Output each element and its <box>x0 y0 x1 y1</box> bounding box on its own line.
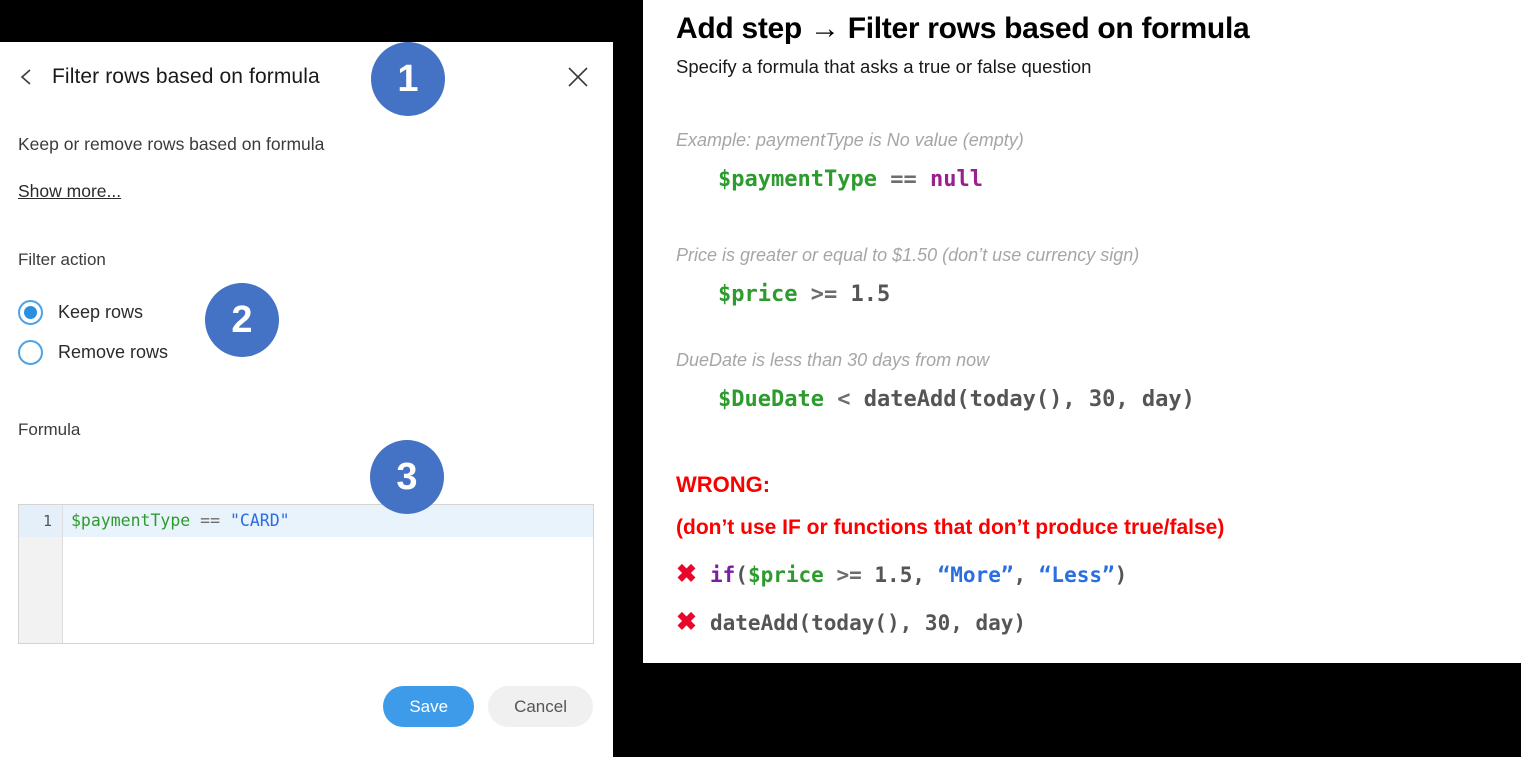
code-token: >= <box>836 562 862 587</box>
editor-gutter: 1 <box>19 505 63 643</box>
x-mark-icon: ✖ <box>676 608 697 636</box>
formula-editor[interactable]: 1 $paymentType == "CARD" <box>18 504 594 644</box>
dialog-title: Filter rows based on formula <box>52 65 320 88</box>
code-token: == <box>200 511 221 530</box>
radio-keep-rows-label: Keep rows <box>58 301 144 322</box>
wrong-subtitle: (don’t use IF or functions that don’t pr… <box>676 516 1225 539</box>
code-token <box>824 563 837 587</box>
line-number: 1 <box>19 505 62 537</box>
code-token <box>190 511 200 530</box>
filter-action-label: Filter action <box>18 250 106 269</box>
code-token: “More” <box>937 562 1014 587</box>
example-code-2: $price >= 1.5 <box>718 282 1139 307</box>
show-more-link[interactable]: Show more... <box>18 181 122 201</box>
code-token: dateAdd(today(), 30, day) <box>710 610 1027 635</box>
dialog-subtitle: Keep or remove rows based on formula <box>18 134 325 154</box>
chevron-left-icon[interactable] <box>16 66 38 88</box>
code-token: 1.5, <box>861 562 938 587</box>
code-token: < <box>837 387 851 412</box>
cancel-button[interactable]: Cancel <box>488 686 593 727</box>
code-token: $price <box>747 562 824 587</box>
code-token: == <box>890 167 917 192</box>
instructions-panel: Add step → Filter rows based on formula … <box>643 0 1521 663</box>
code-token <box>797 282 810 307</box>
wrong-example-code-2: dateAdd(today(), 30, day) <box>710 611 1026 635</box>
panel-title: Add step → Filter rows based on formula <box>676 12 1250 45</box>
filter-rows-dialog: Filter rows based on formula Keep or rem… <box>0 42 613 757</box>
code-token: “Less” <box>1038 562 1115 587</box>
callout-badge-3: 3 <box>370 440 444 514</box>
code-token: >= <box>810 282 838 307</box>
example-caption-2: Price is greater or equal to $1.50 (don’… <box>676 245 1140 265</box>
editor-code-area[interactable]: $paymentType == "CARD" <box>63 505 593 643</box>
code-token: if <box>710 562 736 587</box>
code-token <box>837 282 850 307</box>
formula-input[interactable]: $paymentType == "CARD" <box>63 505 593 537</box>
code-token <box>220 511 230 530</box>
example-code-1: $paymentType == null <box>718 167 1024 192</box>
callout-badge-1: 1 <box>371 42 445 116</box>
callout-badge-2: 2 <box>205 283 279 357</box>
radio-remove-rows-label: Remove rows <box>58 341 169 362</box>
wrong-example-code-1: if($price >= 1.5, “More”, “Less”) <box>710 563 1127 587</box>
dialog-header: Filter rows based on formula <box>0 42 613 112</box>
dialog-footer-buttons: Save Cancel <box>383 686 593 727</box>
code-token <box>824 387 837 412</box>
example-caption-3: DueDate is less than 30 days from now <box>676 350 990 370</box>
formula-label: Formula <box>18 420 81 439</box>
code-token: 1.5 <box>850 282 891 307</box>
example-block-3: DueDate is less than 30 days from now $D… <box>676 350 1195 412</box>
example-block-1: Example: paymentType is No value (empty)… <box>676 130 1024 192</box>
code-token: ) <box>1114 562 1128 587</box>
close-icon[interactable] <box>565 64 591 90</box>
radio-remove-rows[interactable]: Remove rows <box>18 332 338 372</box>
wrong-example-1: ✖ if($price >= 1.5, “More”, “Less”) <box>676 562 1127 587</box>
example-block-2: Price is greater or equal to $1.50 (don’… <box>676 245 1139 307</box>
code-token: dateAdd(today(), 30, day) <box>863 387 1195 412</box>
wrong-title: WRONG: <box>676 472 771 497</box>
radio-keep-rows-indicator[interactable] <box>18 299 43 325</box>
example-caption-1: Example: paymentType is No value (empty) <box>676 130 1024 150</box>
code-token: $price <box>718 282 798 307</box>
code-token: $paymentType <box>718 167 877 192</box>
panel-subtitle: Specify a formula that asks a true or fa… <box>676 56 1092 77</box>
code-token <box>850 387 863 412</box>
save-button[interactable]: Save <box>383 686 475 727</box>
code-token: $DueDate <box>718 387 824 412</box>
code-token <box>877 167 890 192</box>
radio-remove-rows-indicator[interactable] <box>18 339 43 365</box>
code-token: null <box>929 167 983 192</box>
filter-action-radio-group: Keep rows Remove rows <box>18 292 338 372</box>
x-mark-icon: ✖ <box>676 560 697 588</box>
example-code-3: $DueDate < dateAdd(today(), 30, day) <box>718 387 1195 412</box>
code-token: , <box>1013 562 1039 587</box>
wrong-example-2: ✖ dateAdd(today(), 30, day) <box>676 610 1026 635</box>
code-token: ( <box>735 562 748 587</box>
radio-keep-rows[interactable]: Keep rows <box>18 292 338 332</box>
code-token: "CARD" <box>229 511 290 530</box>
code-token: $paymentType <box>71 511 191 530</box>
code-token <box>917 167 930 192</box>
